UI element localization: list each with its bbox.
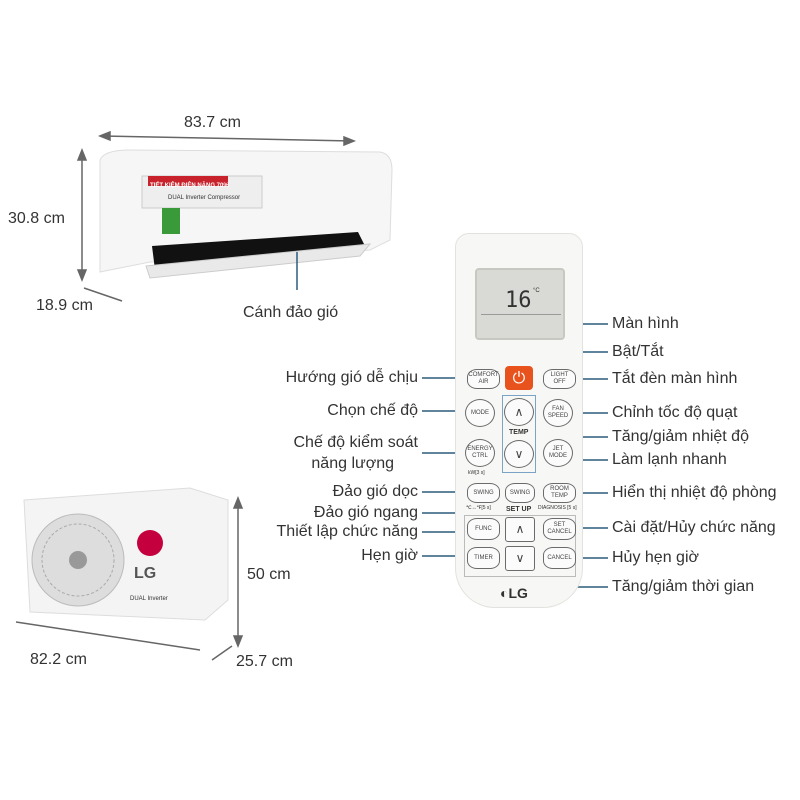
callout-timer: Hẹn giờ bbox=[361, 547, 418, 564]
callout-temp: Tăng/giảm nhiệt độ bbox=[612, 428, 749, 445]
timer-button[interactable]: TIMER bbox=[467, 547, 500, 569]
jet-mode-button[interactable]: JET MODE bbox=[543, 439, 573, 467]
indoor-banner: TIẾT KIỆM ĐIỆN NĂNG 70% bbox=[150, 183, 229, 189]
remote-display: 16 °C bbox=[475, 268, 565, 340]
temp-down-button[interactable]: ∨ bbox=[504, 440, 534, 468]
indoor-height: 30.8 cm bbox=[8, 210, 65, 227]
callout-room: Hiển thị nhiệt độ phòng bbox=[612, 484, 777, 501]
temp-label: TEMP bbox=[509, 429, 529, 436]
outdoor-logo: LG bbox=[134, 565, 157, 582]
swing-sublabel: ℃↔℉[5 s] bbox=[466, 505, 491, 511]
callout-light: Tắt đèn màn hình bbox=[612, 370, 738, 387]
indoor-depth: 18.9 cm bbox=[36, 297, 93, 314]
setup-label: SET UP bbox=[506, 506, 532, 513]
callout-func: Thiết lập chức năng bbox=[276, 523, 418, 540]
remote-logo-text: LG bbox=[508, 585, 528, 601]
callout-jet: Làm lạnh nhanh bbox=[612, 451, 727, 468]
diagnosis-sublabel: DIAGNOSIS [5 s] bbox=[538, 505, 577, 511]
display-temp: 16 bbox=[505, 288, 532, 313]
temp-up-button[interactable]: ∧ bbox=[504, 398, 534, 426]
callout-time: Tăng/giảm thời gian bbox=[612, 578, 755, 595]
callout-energy-2: năng lượng bbox=[311, 455, 394, 472]
func-button[interactable]: FUNC bbox=[467, 518, 500, 540]
callout-screen: Màn hình bbox=[612, 315, 679, 332]
callout-comfort: Hướng gió dễ chịu bbox=[285, 369, 418, 386]
comfort-air-button[interactable]: COMFORT AIR bbox=[467, 369, 500, 389]
outdoor-depth: 25.7 cm bbox=[236, 653, 293, 670]
power-button[interactable]: ⏻ bbox=[505, 366, 533, 390]
louver-label: Cánh đảo gió bbox=[243, 304, 339, 321]
cancel-button[interactable]: CANCEL bbox=[543, 547, 576, 569]
dimension-lines bbox=[15, 130, 357, 661]
swing-vertical-button[interactable]: SWING bbox=[467, 483, 500, 503]
energy-sublabel: kW[3 s] bbox=[468, 470, 485, 476]
outdoor-height: 50 cm bbox=[247, 566, 291, 583]
room-temp-button[interactable]: ROOM TEMP bbox=[543, 483, 576, 503]
time-down-button[interactable]: ∨ bbox=[505, 546, 535, 571]
light-off-button[interactable]: LIGHT OFF bbox=[543, 369, 576, 389]
callout-power: Bật/Tắt bbox=[612, 343, 664, 360]
outdoor-unit bbox=[23, 487, 229, 621]
swing-horizontal-button[interactable]: SWING bbox=[505, 483, 535, 503]
fan-speed-button[interactable]: FAN SPEED bbox=[543, 399, 573, 427]
set-cancel-button[interactable]: SET CANCEL bbox=[543, 518, 576, 540]
callout-energy-1: Chế độ kiểm soát bbox=[293, 434, 418, 451]
indoor-width: 83.7 cm bbox=[184, 114, 241, 131]
indoor-unit bbox=[99, 149, 393, 290]
indoor-brand-text: DUAL Inverter Compressor bbox=[168, 195, 241, 201]
display-unit: °C bbox=[533, 288, 540, 294]
energy-ctrl-button[interactable]: ENERGY CTRL bbox=[465, 439, 495, 467]
callout-mode: Chọn chế độ bbox=[327, 402, 418, 419]
remote-logo: ◐LG bbox=[500, 585, 528, 601]
callout-set-cancel: Cài đặt/Hủy chức năng bbox=[612, 519, 776, 536]
callout-cancel-timer: Hủy hẹn giờ bbox=[612, 549, 699, 566]
mode-button[interactable]: MODE bbox=[465, 399, 495, 427]
time-up-button[interactable]: ∧ bbox=[505, 517, 535, 542]
callout-swing-h: Đảo gió ngang bbox=[313, 504, 418, 521]
callout-swing-v: Đảo gió dọc bbox=[332, 483, 418, 500]
callout-fan: Chỉnh tốc độ quạt bbox=[612, 404, 738, 421]
outdoor-width: 82.2 cm bbox=[30, 651, 87, 668]
outdoor-sub: DUAL Inverter bbox=[130, 596, 168, 602]
